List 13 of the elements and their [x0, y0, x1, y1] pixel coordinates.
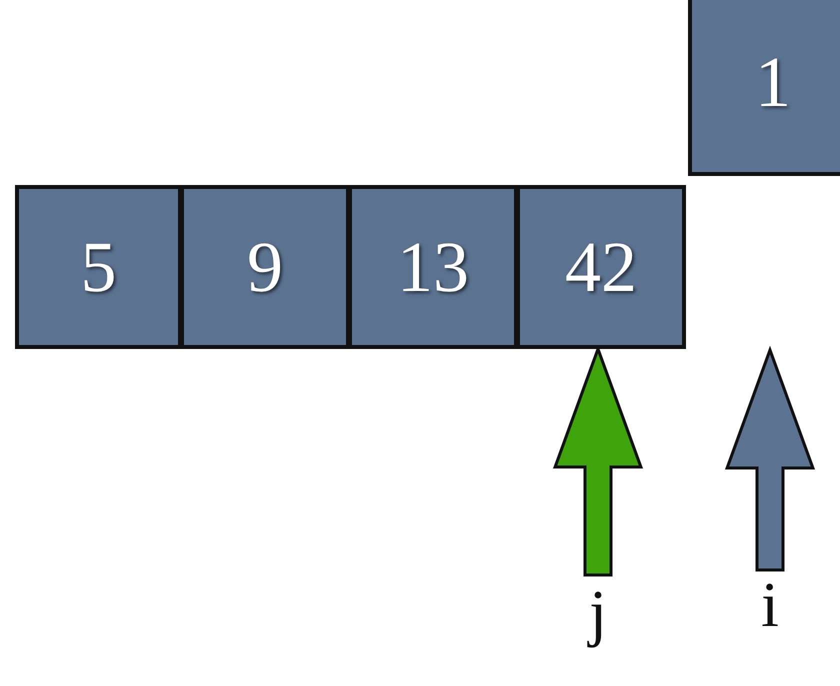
pointer-label: j	[589, 576, 607, 650]
cell-value: 13	[397, 226, 469, 308]
cell-value: 9	[247, 226, 283, 308]
array-cell	[348, 185, 518, 349]
pointer-label: i	[761, 568, 779, 642]
array-cell	[15, 185, 182, 349]
cell-value: 42	[565, 226, 637, 308]
pointer-arrow	[724, 346, 816, 572]
cell-value: 1	[755, 40, 791, 124]
cell-value: 5	[80, 226, 116, 308]
array-cell	[516, 185, 686, 349]
array-cell	[180, 185, 350, 349]
array-cell	[688, 0, 840, 176]
